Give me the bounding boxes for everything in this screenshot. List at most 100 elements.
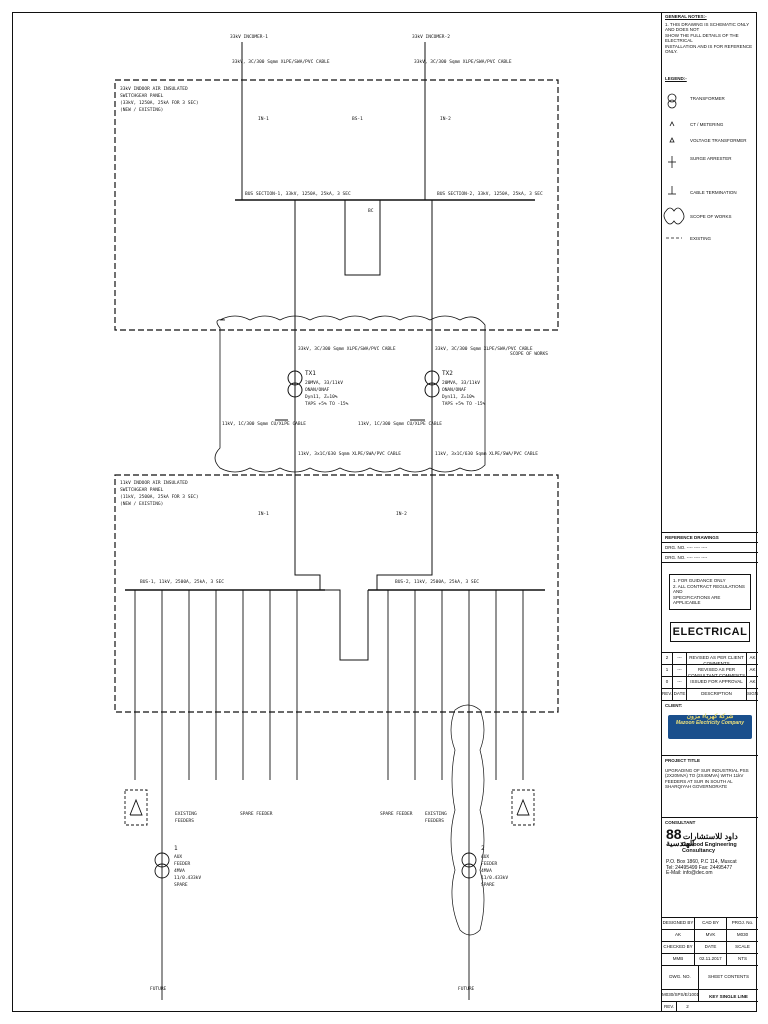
proj-no-value: M030 — [726, 930, 758, 941]
consultant-logo: 88 — [666, 826, 682, 842]
single-line-diagram: 33kV INCOMER-1 33kV INCOMER-2 33kV, 3C/3… — [114, 34, 559, 1000]
tx1-spec-3: Dyn11, Z=10% — [305, 394, 338, 400]
load-left-5: SPARE — [174, 882, 188, 888]
designed-by-label: DESIGNED BY — [662, 920, 694, 925]
tx1-spec-1: 20MVA, 33/11kV — [305, 380, 343, 386]
bus-coupler-label: BC — [368, 208, 374, 214]
incomer-1-cable: 33kV, 3C/300 Sqmm XLPE/SWA/PVC CABLE — [232, 59, 330, 65]
tx2-lv-cable: 11kV, 3x1C/630 Sqmm XLPE/SWA/PVC CABLE — [435, 451, 538, 457]
load-left-4: 11/0.433kV — [174, 875, 201, 881]
consultant-address-3: E-Mail: info@dec.om — [666, 870, 713, 876]
incomer-1-label: 33kV INCOMER-1 — [230, 34, 268, 40]
hv-board-line-2: SWITCHGEAR PANEL — [120, 93, 164, 99]
load-right-5: SPARE — [481, 882, 495, 888]
hv-panel-in1: IN-1 — [258, 116, 269, 122]
rev-2-by: AK — [746, 653, 758, 664]
rev-label: REV. — [663, 1004, 675, 1009]
project-title-label: PROJECT TITLE — [665, 758, 701, 763]
tx2-spec-3: Dyn11, Z=10% — [442, 394, 475, 400]
tx2-spec-1: 20MVA, 33/11kV — [442, 380, 480, 386]
legend-scope: SCOPE OF WORKS — [690, 214, 732, 219]
rev-0-date: --- — [672, 677, 686, 688]
spare-left: SPARE FEEDER — [240, 811, 273, 817]
consultant-name-en: Dawood Engineering Consultancy — [682, 842, 737, 854]
sheet-contents-label: SHEET CONTENTS — [698, 966, 758, 989]
client-logo: شركة كهرباء مزون Mazoon Electricity Comp… — [668, 714, 752, 739]
cad-by-value: MVK — [694, 930, 726, 941]
rev-1-by: AK — [746, 665, 758, 676]
discipline-label: ELECTRICAL — [670, 622, 750, 642]
scale-label: SCALE — [726, 942, 758, 953]
legend-title: LEGEND:- — [665, 76, 687, 81]
notes-box-3: SPECIFICATIONS ARE APPLICABLE — [673, 594, 721, 606]
load-right-3: 4MVA — [481, 868, 492, 874]
consultant-address-1: P.O. Box 1860, P.C 114, Muscat — [666, 859, 737, 865]
sheet-contents-value: KEY SINGLE LINE DIAGRAM — [698, 990, 758, 1001]
existing-left-2: FEEDERS — [175, 818, 194, 824]
load-left-no: 1 — [174, 845, 178, 852]
mv-busbar-1-label: BUS-1, 11kV, 2500A, 25kA, 3 SEC — [140, 579, 224, 585]
hv-board-line-1: 33kV INDOOR AIR INSULATED — [120, 86, 188, 92]
consultant-name-ar: داود للاستشارات الهندسية — [666, 832, 738, 848]
mv-board-line-3: (11kV, 2500A, 25kA FOR 3 SEC) — [120, 494, 199, 500]
tx1-label: TX1 — [305, 370, 316, 377]
legend-vt: VOLTAGE TRANSFORMER — [690, 138, 747, 143]
client-name-ar: شركة كهرباء مزون — [686, 714, 734, 720]
reference-drawings-title: REFERENCE DRAWINGS — [665, 535, 719, 540]
load-right-2: FEEDER — [481, 861, 498, 867]
load-left-1: AUX — [174, 854, 182, 860]
rev-header-sign: SIGN — [746, 689, 758, 700]
general-notes-line-1: 1. THIS DRAWING IS SCHEMATIC ONLY AND DO… — [665, 21, 750, 33]
tx2-earth-cable: 11kV, 1C/300 Sqmm CU/XLPE CABLE — [358, 421, 442, 427]
checked-by-value: MMB — [672, 956, 684, 961]
rev-header-desc: DESCRIPTION — [686, 689, 746, 700]
existing-right-2: FEEDERS — [425, 818, 444, 824]
mv-board-line-1: 11kV INDOOR AIR INSULATED — [120, 480, 188, 486]
hv-board-line-3: (33kV, 1250A, 25kA FOR 3 SEC) — [120, 100, 199, 106]
cad-by-label: CAD BY — [694, 918, 726, 929]
legend-transformer: TRANSFORMER — [690, 96, 725, 101]
mv-busbar-2-label: BUS-2, 11kV, 2500A, 25kA, 3 SEC — [395, 579, 479, 585]
tx1-spec-4: TAPS +5% TO -15% — [305, 401, 349, 407]
consultant-label: CONSULTANT — [665, 820, 696, 825]
rev-1-num: 1 — [665, 667, 669, 672]
designed-by-value: AK — [674, 932, 681, 937]
future-left: FUTURE — [150, 986, 167, 992]
general-notes-line-2: SHOW THE FULL DETAILS OF THE ELECTRICAL — [665, 32, 739, 44]
incomer-2-label: 33kV INCOMER-2 — [412, 34, 450, 40]
rev-0-num: 0 — [665, 679, 669, 684]
drawing-sheet — [12, 12, 757, 1012]
proj-no-label: PROJ. No. — [726, 918, 758, 929]
existing-right-1: EXISTING — [425, 811, 447, 817]
date-label: DATE — [694, 942, 726, 953]
spare-right: SPARE FEEDER — [380, 811, 413, 817]
rev-2-date: --- — [672, 653, 686, 664]
incomer-2-cable: 33kV, 3C/300 Sqmm XLPE/SWA/PVC CABLE — [414, 59, 512, 65]
mv-incomer-2: IN-2 — [396, 511, 407, 517]
tx1-hv-cable: 33kV, 3C/300 Sqmm XLPE/SWA/PVC CABLE — [298, 346, 396, 352]
load-left-2: FEEDER — [174, 861, 191, 867]
mv-incomer-1: IN-1 — [258, 511, 269, 517]
dwg-no-label: DWG. NO. — [669, 974, 691, 979]
load-right-no: 2 — [481, 845, 485, 852]
rev-header-date: DATE — [672, 689, 686, 700]
tx1-earth-cable: 11kV, 1C/300 Sqmm CU/XLPE CABLE — [222, 421, 306, 427]
legend-cable-term: CABLE TERMINATION — [690, 190, 737, 195]
date-value: 02.11.2017 — [694, 954, 726, 965]
tx1-spec-2: ONAN/ONAF — [305, 387, 330, 393]
rev-value: 2 — [676, 1002, 698, 1012]
general-notes-line-3: INSTALLATION AND IS FOR REFERENCE ONLY. — [665, 43, 753, 55]
tx2-label: TX2 — [442, 370, 453, 377]
consultant-address-2: Tel: 24495499 Fax: 24495477 — [666, 864, 733, 871]
tx1-lv-cable: 11kV, 3x1C/630 Sqmm XLPE/SWA/PVC CABLE — [298, 451, 401, 457]
scope-of-works-label: SCOPE OF WORKS — [510, 351, 548, 357]
title-block: GENERAL NOTES:- 1. THIS DRAWING IS SCHEM… — [661, 12, 758, 1012]
rev-2-desc: REVISED AS PER CLIENT COMMENTS — [686, 653, 746, 664]
hv-panel-in2: IN-2 — [440, 116, 451, 122]
legend-existing: EXISTING — [690, 236, 712, 241]
ref-row-1: DRG. NO. ---- ---- ---- — [665, 545, 708, 550]
rev-header-rev: REV. — [662, 691, 673, 696]
rev-1-date: --- — [672, 665, 686, 676]
tx2-spec-4: TAPS +5% TO -15% — [442, 401, 486, 407]
hv-busbar-2-label: BUS SECTION-2, 33kV, 1250A, 25kA, 3 SEC — [437, 191, 543, 197]
